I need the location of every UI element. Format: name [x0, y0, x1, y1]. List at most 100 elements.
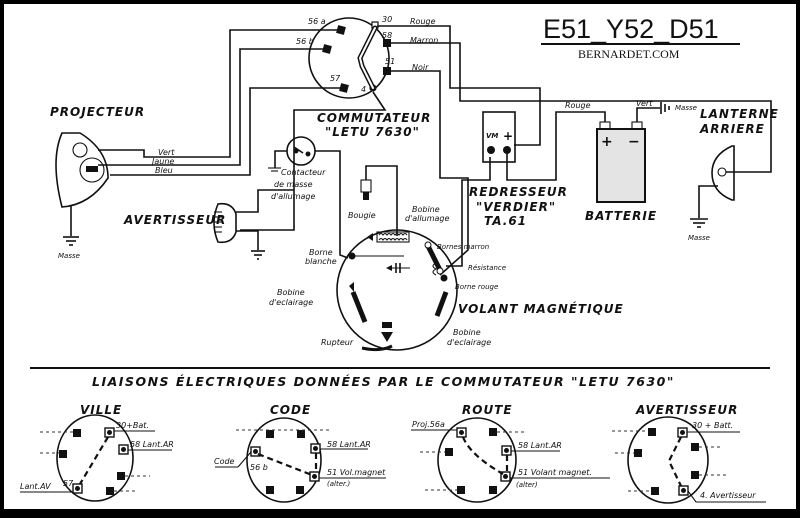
volant-magnetique-label: VOLANT MAGNÉTIQUE	[458, 301, 624, 316]
header: E51_Y52_D51 BERNARDET.COM	[541, 14, 740, 61]
code-title: CODE	[270, 403, 311, 417]
avertisseur: AVERTISSEUR	[123, 189, 294, 260]
redresseur-vm-label: VM	[486, 132, 498, 140]
contacteur-label-2: de masse	[274, 180, 313, 189]
bobine-eclairage-right-label-1: Bobine	[453, 328, 481, 337]
bobine-eclairage-left	[350, 291, 368, 323]
borne-rouge-label: Borne rouge	[455, 283, 498, 291]
ville-label-58-lant-ar: 58 Lant.AR	[130, 440, 174, 449]
label-56a: 56 a	[308, 17, 326, 26]
code-switch-body	[246, 417, 322, 503]
avertisseur-body	[213, 202, 237, 244]
avertisseur-label-30-batt: 30 + Batt.	[692, 421, 733, 430]
contacteur-wire	[315, 150, 349, 259]
borne-blanche-label-1: Borne	[309, 248, 333, 257]
wire-4-avertisseur	[240, 91, 387, 231]
ville-label-lant-av: Lant.AV	[20, 482, 51, 491]
projecteur-bulb-main	[79, 157, 105, 183]
batterie: Rouge Vert Masse + − BATTERIE	[565, 99, 697, 223]
commutateur: 56 a 56 b 57 30 58 51 4 COMMUTATEUR "LET…	[296, 15, 431, 139]
borne-blanche-label-2: blanche	[305, 257, 337, 266]
diagram-title: E51_Y52_D51	[543, 14, 719, 44]
avertisseur-label: AVERTISSEUR	[123, 213, 226, 227]
wire-label-bleu: Bleu	[155, 166, 173, 175]
lanterne-ground-wire	[698, 185, 718, 218]
redresseur: VM + REDRESSEUR "VERDIER" TA.61	[469, 111, 606, 228]
batterie-wire-vert-label: Vert	[636, 99, 653, 108]
ville-connection	[79, 436, 109, 485]
lanterne-masse-label: Masse	[688, 234, 710, 242]
label-57: 57	[330, 74, 341, 83]
avertisseur-connection	[667, 436, 682, 487]
redresseur-label: REDRESSEUR	[469, 185, 568, 199]
wire-label-jaune: Jaune	[150, 157, 174, 166]
route-switch-body	[437, 417, 517, 503]
batterie-body	[596, 128, 646, 203]
wire-56a-vert	[98, 29, 337, 158]
batterie-masse-label: Masse	[675, 104, 697, 112]
code-label-alter: (alter.)	[327, 480, 350, 488]
label-4: 4	[361, 85, 366, 94]
bobine-eclairage-right	[434, 291, 449, 317]
bobine-allumage-label-2: d'allumage	[405, 214, 449, 223]
batterie-plus-label: +	[601, 134, 613, 150]
borne-rouge	[440, 274, 448, 282]
label-30: 30	[382, 15, 392, 24]
lanterne-body	[711, 145, 735, 201]
code-label-58-lant-ar: 58 Lant.AR	[327, 440, 371, 449]
wire-label-marron: Marron	[410, 36, 438, 45]
bougie-wire	[365, 165, 398, 236]
projecteur-body	[55, 132, 109, 208]
commutateur-lever-inner	[358, 27, 376, 89]
bobine-eclairage-left-label-1: Bobine	[277, 288, 305, 297]
rupteur-label: Rupteur	[321, 338, 354, 347]
lanterne-label-2: ARRIERE	[699, 122, 765, 136]
label-51: 51	[385, 57, 395, 66]
terminal-51	[383, 67, 391, 75]
diagram-code: CODE 58 Lant.AR Code 56 b 51 Vol.magnet …	[214, 403, 386, 503]
wire-label-noir: Noir	[412, 63, 429, 72]
bornes-marron-coil	[425, 244, 443, 272]
bougie-label: Bougie	[348, 211, 376, 220]
rupteur	[382, 322, 392, 328]
route-connection	[461, 436, 504, 475]
bobine-eclairage-right-label-2: d'eclairage	[447, 338, 491, 347]
redresseur-model-label: TA.61	[484, 214, 527, 228]
commutateur-body	[308, 17, 390, 99]
wire-batterie-masse	[636, 107, 660, 122]
route-label-proj-56a: Proj.56a	[412, 420, 445, 429]
commutateur-label: COMMUTATEUR	[317, 111, 431, 125]
route-label-51-volant-magnet: 51 Volant magnet.	[518, 468, 592, 477]
route-label-58-lant-ar: 58 Lant.AR	[518, 441, 562, 450]
batterie-minus-label: −	[628, 134, 640, 150]
bougie-icon	[360, 179, 372, 193]
lanterne-bulb	[717, 167, 727, 177]
wiring-diagram: E51_Y52_D51 BERNARDET.COM 56 a 56 b 57 3…	[20, 14, 778, 504]
bobine-allumage-coil	[376, 231, 410, 243]
wire-noir-51	[391, 70, 469, 276]
code-label-code: Code	[214, 457, 235, 466]
wire-marron-58	[391, 42, 772, 168]
contacteur-label-3: d'allumage	[271, 192, 315, 201]
bobine-eclairage-left-label-2: d'eclairage	[269, 298, 313, 307]
route-label-alter: (alter)	[516, 481, 538, 489]
diagram-ville: VILLE 30+Bat. 58 Lant.AR Lant.AV 57	[20, 403, 174, 502]
batterie-terminal-plus	[599, 121, 611, 130]
label-58: 58	[382, 31, 392, 40]
liaisons-banner: LIAISONS ÉLECTRIQUES DONNÉES PAR LE COMM…	[92, 374, 675, 389]
ground-icon	[690, 218, 708, 228]
bobine-allumage-label-1: Bobine	[412, 205, 440, 214]
ground-icon	[268, 167, 281, 172]
wire-lanterne	[726, 168, 772, 173]
route-title: ROUTE	[462, 403, 513, 417]
redresseur-body	[482, 111, 516, 163]
volant-magnetique: Bougie Bobine d'allumage Borne blanche B…	[269, 157, 624, 352]
commutateur-model-label: "LETU 7630"	[325, 125, 420, 139]
projecteur-masse-label: Masse	[58, 252, 80, 260]
code-label-56b: 56 b	[250, 463, 268, 472]
contacteur-masse: Contacteur de masse d'allumage	[268, 136, 349, 259]
resistance-icon	[432, 262, 438, 276]
commutateur-wires: Rouge Marron Noir	[98, 17, 772, 276]
ground-icon	[251, 250, 265, 260]
diagram-avertisseur: AVERTISSEUR 30 + Batt. 4. Avertisseur	[612, 403, 766, 504]
